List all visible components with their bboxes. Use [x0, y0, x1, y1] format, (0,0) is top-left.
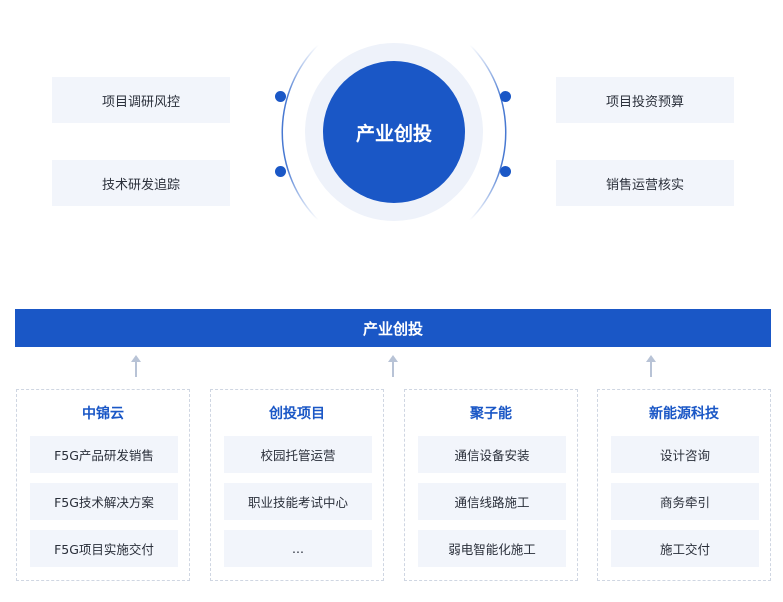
industry-banner-label: 产业创投	[362, 319, 423, 338]
panel-item: 设计咨询	[611, 436, 759, 473]
hub-right-item-1-label: 项目投资预算	[605, 94, 684, 110]
panel-chuangtou: 创投项目 校园托管运营 职业技能考试中心 ...	[210, 389, 384, 581]
hub-right-arc	[469, 44, 507, 221]
panel-title: 创投项目	[269, 406, 325, 422]
hub-left-item-2-label: 技术研发追踪	[101, 177, 180, 193]
panel-item: 通信线路施工	[418, 483, 566, 520]
panel-new-energy: 新能源科技 设计咨询 商务牵引 施工交付	[597, 389, 771, 581]
arrow-up-icon	[645, 355, 657, 377]
panel-item: F5G项目实施交付	[30, 530, 178, 567]
hub-left-arc	[281, 44, 319, 221]
panel-item: 职业技能考试中心	[224, 483, 372, 520]
hub-center-circle: 产业创投	[323, 61, 465, 203]
panel-item: 通信设备安装	[418, 436, 566, 473]
industry-banner: 产业创投	[15, 309, 771, 347]
panel-item: ...	[224, 530, 372, 567]
panel-title: 中锦云	[82, 406, 124, 422]
hub-dot-left-bottom	[275, 166, 286, 177]
hub-center-label: 产业创投	[355, 122, 432, 145]
hub-right-item-1: 项目投资预算	[556, 77, 734, 123]
panel-title: 新能源科技	[649, 406, 719, 422]
panel-zhongjinyun: 中锦云 F5G产品研发销售 F5G技术解决方案 F5G项目实施交付	[16, 389, 190, 581]
hub-right-item-2-label: 销售运营核实	[605, 177, 684, 193]
arrow-up-icon	[387, 355, 399, 377]
hub-orbit-arcs	[281, 44, 507, 221]
panel-item: 校园托管运营	[224, 436, 372, 473]
hub-dot-left-top	[275, 91, 286, 102]
panel-item: 施工交付	[611, 530, 759, 567]
arrow-up-icon	[130, 355, 142, 377]
panel-item: F5G产品研发销售	[30, 436, 178, 473]
panel-title: 聚子能	[470, 406, 512, 422]
hub-dot-right-top	[500, 91, 511, 102]
hub-left-item-2: 技术研发追踪	[52, 160, 230, 206]
panel-item: F5G技术解决方案	[30, 483, 178, 520]
hub-right-item-2: 销售运营核实	[556, 160, 734, 206]
panel-juzineng: 聚子能 通信设备安装 通信线路施工 弱电智能化施工	[404, 389, 578, 581]
hub-left-item-1-label: 项目调研风控	[101, 94, 180, 110]
hub-left-item-1: 项目调研风控	[52, 77, 230, 123]
hub-dot-right-bottom	[500, 166, 511, 177]
panel-item: 弱电智能化施工	[418, 530, 566, 567]
panel-item: 商务牵引	[611, 483, 759, 520]
